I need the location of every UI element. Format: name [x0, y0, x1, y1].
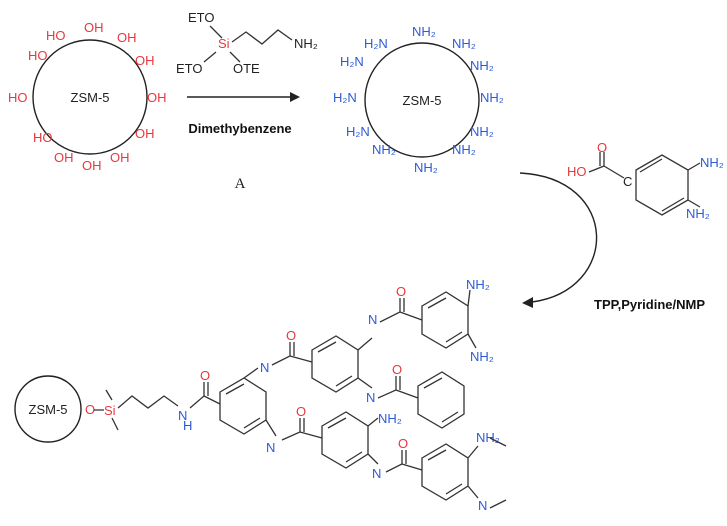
product-amide-n: N [478, 498, 487, 513]
amine-group: H₂N [364, 36, 388, 51]
product-amide-n: N [178, 408, 187, 423]
product-terminal-nh2: NH₂ [466, 277, 490, 292]
step-label: A [235, 176, 246, 192]
hydroxyl-group: OH [135, 53, 155, 68]
product-carbonyl-o: O [200, 368, 210, 383]
diaminobenzoic-acid: HO C O NH₂ NH₂ [567, 140, 724, 221]
product-terminal-nh2: NH₂ [378, 411, 402, 426]
product-terminal-nh2: NH₂ [470, 349, 494, 364]
product-o: O [85, 402, 95, 417]
hydroxyl-group: HO [28, 48, 48, 63]
product-carbonyl-o: O [392, 362, 402, 377]
hydroxyl-group: OH [117, 30, 137, 45]
product-carbonyl-o: O [398, 436, 408, 451]
reaction-solvent: Dimethybenzene [188, 121, 291, 136]
silane-nh2: NH₂ [294, 36, 318, 51]
product-amide-n: N [366, 390, 375, 405]
hydroxyl-group: OH [54, 150, 74, 165]
product-terminal-nh2: NH₂ [476, 430, 500, 445]
hydroxyl-group: OH [84, 20, 104, 35]
silane-eto-top: ETO [188, 10, 215, 25]
amine-group: NH₂ [414, 160, 438, 175]
amine-group: NH₂ [412, 24, 436, 39]
hydroxyl-group: OH [82, 158, 102, 173]
product-carbonyl-o: O [396, 284, 406, 299]
reagent-nh2: NH₂ [686, 206, 710, 221]
reagent-c: C [623, 174, 632, 189]
hydroxyl-group: OH [147, 90, 167, 105]
product-si: Si [104, 403, 116, 418]
hydroxyl-group: OH [110, 150, 130, 165]
amine-group: H₂N [346, 124, 370, 139]
amine-group: NH₂ [480, 90, 504, 105]
hydroxyl-group: HO [8, 90, 28, 105]
reaction-arrow-2 [519, 172, 598, 308]
product-particle-label: ZSM-5 [29, 402, 68, 417]
amine-group: NH₂ [470, 124, 494, 139]
product-carbonyl-o: O [286, 328, 296, 343]
silane-si: Si [218, 36, 230, 51]
amine-group: H₂N [340, 54, 364, 69]
hydroxyl-group: HO [46, 28, 66, 43]
silane-ote: OTE [233, 61, 260, 76]
product-amide-h: H [183, 418, 192, 433]
product-amide-n: N [260, 360, 269, 375]
reaction-arrow-1 [187, 92, 300, 102]
hydroxyl-group: OH [135, 126, 155, 141]
product-amide-n: N [372, 466, 381, 481]
reaction-conditions: TPP,Pyridine/NMP [594, 297, 705, 312]
amine-group: H₂N [333, 90, 357, 105]
zsm5-hydroxyl-particle: ZSM-5 OH OH OH OH OH OH OH OH HO HO HO H… [8, 20, 167, 173]
reagent-o: O [597, 140, 607, 155]
reagent-nh2: NH₂ [700, 155, 724, 170]
aptes-silane: ETO ETO OTE Si NH₂ [176, 10, 318, 76]
reagent-ho: HO [567, 164, 587, 179]
zsm5-amine-particle: ZSM-5 NH₂ NH₂ NH₂ NH₂ NH₂ NH₂ NH₂ NH₂ H₂… [333, 24, 504, 175]
product-amide-n: N [368, 312, 377, 327]
dendrimer-product: ZSM-5 O Si N H O N N O N N O NH₂ NH₂ O O [14, 277, 507, 513]
hydroxyl-group: HO [33, 130, 53, 145]
amine-group: NH₂ [452, 142, 476, 157]
particle-label: ZSM-5 [71, 90, 110, 105]
product-carbonyl-o: O [296, 404, 306, 419]
amine-group: NH₂ [452, 36, 476, 51]
product-amide-n: N [266, 440, 275, 455]
silane-eto-bottom: ETO [176, 61, 203, 76]
amine-group: NH₂ [372, 142, 396, 157]
amine-group: NH₂ [470, 58, 494, 73]
particle-label: ZSM-5 [403, 93, 442, 108]
